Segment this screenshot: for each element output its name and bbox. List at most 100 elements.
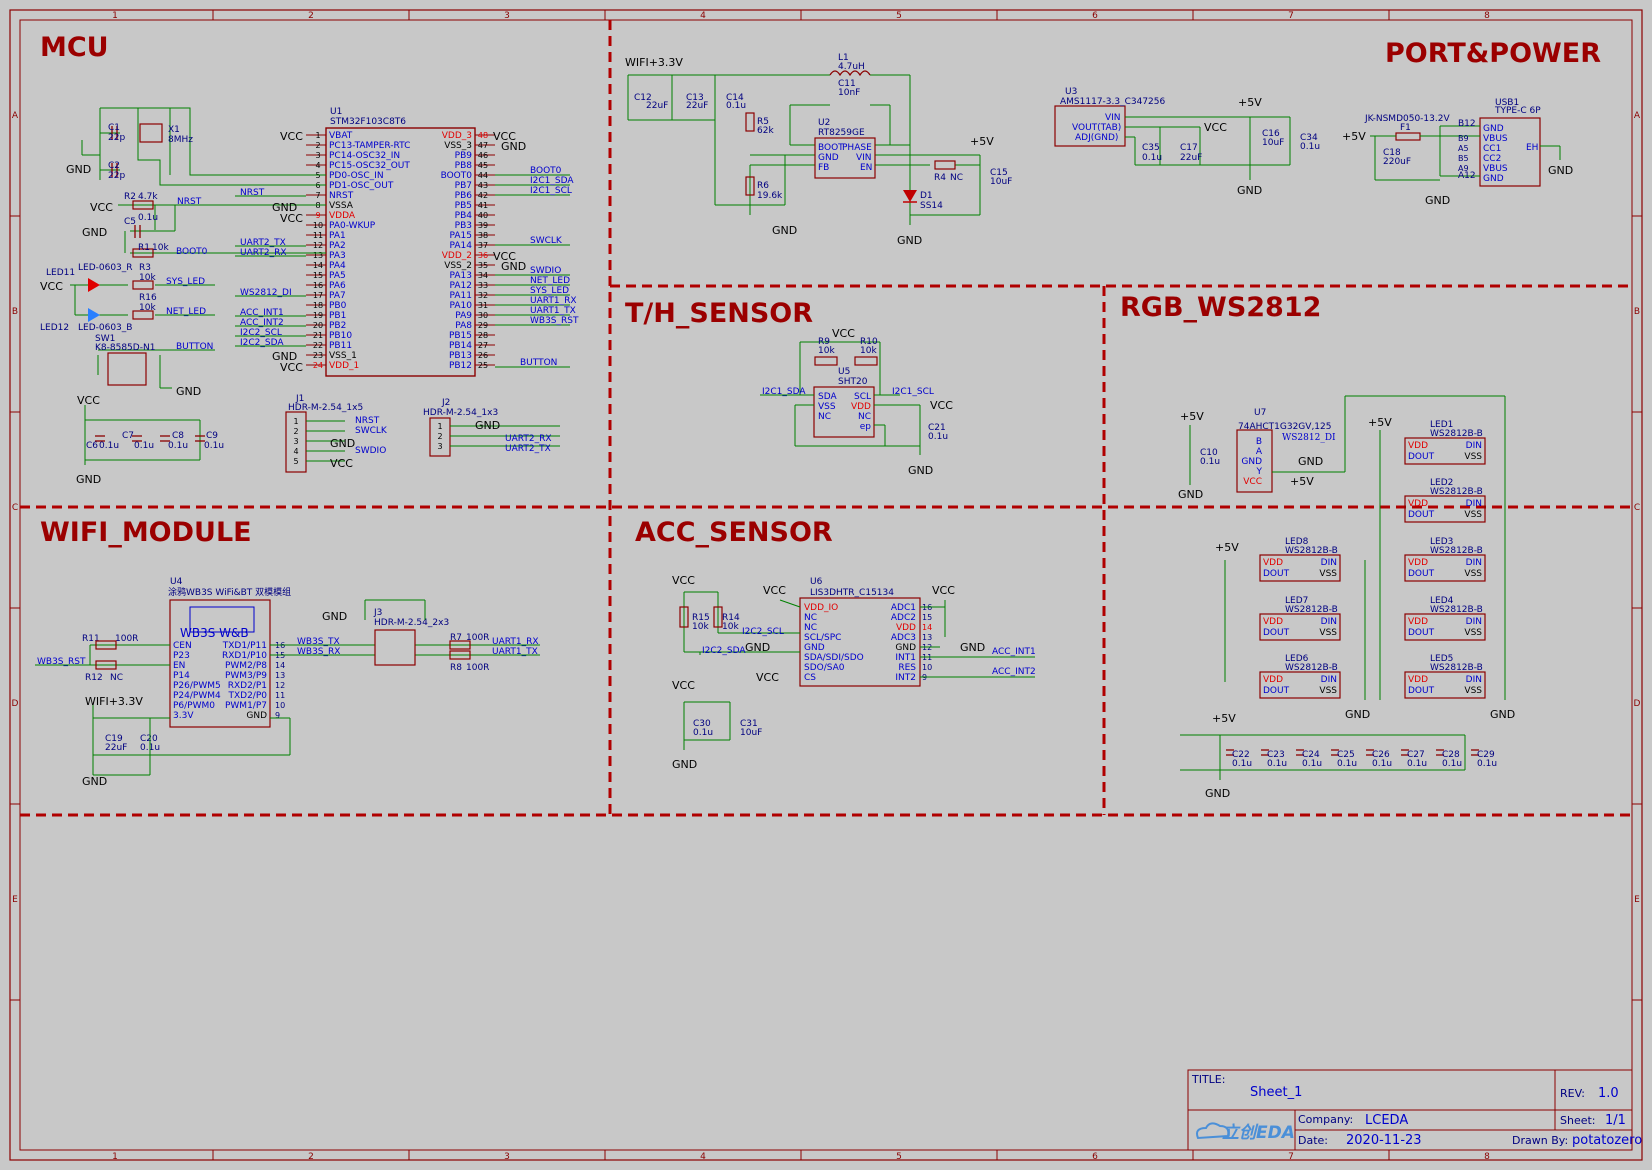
l1-ref: L1	[838, 53, 849, 63]
u1-pin-pb12: PB12	[449, 361, 472, 371]
usb-num-a12: A12	[1458, 171, 1476, 181]
c6-ref: C6	[86, 441, 98, 451]
c21-ref: C21	[928, 423, 946, 433]
gnd-vssa: GND	[272, 201, 297, 214]
led-pin-vss: VSS	[1319, 686, 1337, 696]
u1-pin-vss_2: VSS_2	[444, 261, 472, 271]
led-pin-dout: DOUT	[1408, 628, 1435, 638]
r6-val: 19.6k	[757, 191, 783, 201]
u1-pin-pc15-osc32_out: PC15-OSC32_OUT	[329, 161, 410, 171]
gnd-caps: GND	[76, 473, 101, 486]
u1-pin-pa1: PA1	[329, 231, 346, 241]
c13-val: 22uF	[686, 101, 708, 111]
u1-pin-num: 40	[478, 211, 488, 220]
u1-pin-vssa: VSSA	[329, 201, 354, 211]
gnd-vss1: GND	[272, 350, 297, 363]
frame-row-label: B	[12, 307, 18, 317]
cap-val-c22: 0.1u	[1232, 759, 1252, 769]
c5-val: 0.1u	[138, 213, 158, 223]
p5v-ldo: +5V	[1238, 96, 1262, 109]
u1-pin-pa8: PA8	[455, 321, 472, 331]
r8-val: 100R	[466, 663, 489, 673]
gnd-acc-2: GND	[960, 641, 985, 654]
frame-col-label: 2	[308, 1152, 314, 1162]
u1-pin-num: 43	[478, 181, 488, 190]
led-pin-vdd: VDD	[1263, 617, 1283, 627]
u1-pin-vdda: VDDA	[329, 211, 356, 221]
u1-pin-pb6: PB6	[455, 191, 473, 201]
uart1-tx-net: UART1_TX	[492, 647, 538, 657]
led-ref: LED6	[1285, 654, 1309, 664]
r5-val: 62k	[757, 126, 774, 136]
c9-val: 0.1u	[204, 441, 224, 451]
gnd-acc: GND	[745, 641, 770, 654]
c11-val: 10nF	[838, 88, 860, 98]
company-label: Company:	[1298, 1113, 1353, 1126]
u1-pin-num: 35	[478, 261, 488, 270]
sheet-value: 1/1	[1605, 1113, 1626, 1128]
led-pin-din: DIN	[1466, 499, 1482, 509]
u4-pin-num: 12	[275, 681, 285, 690]
frame-row-label: D	[12, 699, 19, 709]
usb-pin-vbus: VBUS	[1483, 134, 1508, 144]
sheet-label: Sheet:	[1560, 1114, 1596, 1127]
u1-pin-pa12: PA12	[450, 281, 472, 291]
x1-val: 8MHz	[168, 135, 193, 145]
led-pin-din: DIN	[1321, 675, 1337, 685]
vcc-acc-vdd: VCC	[932, 584, 955, 597]
usb-pin-num: A9	[1458, 164, 1469, 173]
led-pin-vdd: VDD	[1263, 558, 1283, 568]
vcc-th: VCC	[832, 327, 855, 340]
u1-pin-num: 44	[478, 171, 488, 180]
acc-sda-net: I2C2_SDA	[702, 646, 746, 656]
net-label-acc_int1: ACC_INT1	[240, 308, 284, 318]
led-pin-din: DIN	[1466, 558, 1482, 568]
u4-pin-rxd2/p1: RXD2/P1	[228, 681, 267, 691]
net-label-uart2_rx: UART2_RX	[240, 248, 287, 258]
net-label-ws2812_di: WS2812_DI	[240, 288, 292, 298]
r12-val: NC	[110, 673, 123, 683]
frame-row-label: A	[1634, 111, 1641, 121]
u4-pin-num: 13	[275, 671, 285, 680]
u1-pin-num: 36	[478, 251, 488, 260]
c7-ref: C7	[122, 431, 134, 441]
usb-pin-cc1: CC1	[1483, 144, 1501, 154]
c31-val: 10uF	[740, 728, 762, 738]
vcc-acc-cs: VCC	[756, 671, 779, 684]
u1-pin-num: 31	[478, 301, 488, 310]
led-pin-vss: VSS	[1464, 686, 1482, 696]
u1-pin-vdd_1: VDD_1	[329, 361, 359, 371]
mcu-right-nets: BOOT0I2C1_SDAI2C1_SCLSWCLKSWDIONET_LEDSY…	[495, 166, 579, 368]
p5v-led-col: +5V	[1368, 416, 1392, 429]
u1-pin-pa13: PA13	[450, 271, 472, 281]
u6-pin-sda/sdi/sdo: SDA/SDI/SDO	[804, 653, 864, 663]
rgb-leds: LED1WS2812B-BVDDDOUTDINVSSLED2WS2812B-BV…	[1259, 420, 1486, 699]
company-value: LCEDA	[1365, 1113, 1408, 1128]
j2-net-gnd: GND	[475, 419, 500, 432]
u1-pin-num: 28	[478, 331, 488, 340]
usb-eh: EH	[1526, 143, 1538, 153]
u1-pin-num: 9	[315, 211, 320, 220]
usb-pin-num: B9	[1458, 134, 1469, 143]
led-pin-din: DIN	[1466, 617, 1482, 627]
u2-pin-boot: BOOT	[818, 143, 844, 153]
led-ref: LED2	[1430, 478, 1453, 488]
cap-val-c29: 0.1u	[1477, 759, 1497, 769]
frame-col-label: 4	[700, 11, 706, 21]
r6-ref: R6	[757, 181, 769, 191]
cap-val-c27: 0.1u	[1407, 759, 1427, 769]
led-pin-vdd: VDD	[1408, 441, 1428, 451]
c19-ref: C19	[105, 734, 123, 744]
u1-pin-pa15: PA15	[450, 231, 472, 241]
led-pin-din: DIN	[1466, 441, 1482, 451]
u3-part: AMS1117-3.3_C347256	[1060, 97, 1166, 107]
j1-part: HDR-M-2.54_1x5	[288, 403, 363, 413]
gnd-usb-eh: GND	[1548, 164, 1573, 177]
frame-col-label: 7	[1288, 1152, 1294, 1162]
u4-pin-p23: P23	[173, 651, 190, 661]
u7-pin-gnd: GND	[1241, 457, 1262, 467]
